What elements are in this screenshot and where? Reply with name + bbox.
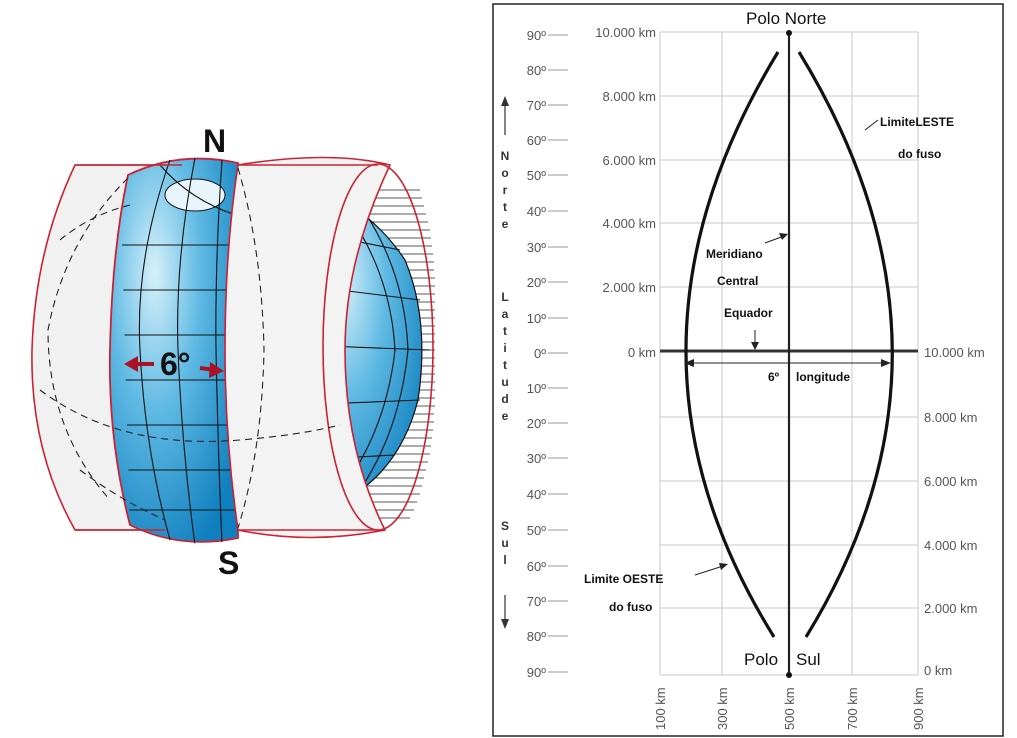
zone-width-arrows (124, 356, 224, 378)
axis-arrows (501, 96, 509, 629)
zone-labels: Polo Norte Polo Sul LimiteLESTE do fuso … (584, 9, 954, 669)
sphere-band (108, 157, 239, 544)
north-distance: 0 km (628, 345, 656, 360)
axis-letter: S (501, 519, 509, 533)
north-pole-label: Polo Norte (746, 9, 826, 28)
lat-label: 90º (527, 28, 546, 43)
south-distance-labels: 10.000 km 8.000 km 6.000 km 4.000 km 2.0… (924, 345, 985, 678)
axis-letter: l (503, 553, 506, 567)
axis-letter: t (503, 358, 507, 372)
north-distance: 10.000 km (595, 25, 656, 40)
west-limit-label-2: do fuso (609, 600, 652, 614)
south-label: S (218, 545, 239, 581)
lat-label: 0º (534, 346, 546, 361)
lat-label: 20º (527, 416, 546, 431)
lat-label: 70º (527, 594, 546, 609)
axis-letter: t (503, 324, 507, 338)
axis-words: N o r t e L a t i t u d e S u l (501, 149, 510, 567)
south-distance: 8.000 km (924, 410, 977, 425)
lat-label: 10º (527, 311, 546, 326)
lat-label: 40º (527, 487, 546, 502)
axis-letter: d (501, 392, 508, 406)
axis-letter: a (502, 307, 509, 321)
annotation-arrows (694, 119, 879, 576)
easting-label: 700 km (845, 687, 860, 730)
globe-illustration: 6° N S (31, 123, 435, 581)
lat-label: 60º (527, 133, 546, 148)
axis-letter: t (503, 200, 507, 214)
south-distance: 10.000 km (924, 345, 985, 360)
equator-label: Equador (724, 306, 773, 320)
easting-labels: 100 km 300 km 500 km 700 km 900 km (653, 687, 926, 730)
west-limit-label-1: Limite OESTE (584, 572, 663, 586)
meridian-label-1: Meridiano (706, 247, 763, 261)
south-pole-label-1: Polo (744, 650, 778, 669)
north-distance: 8.000 km (603, 89, 656, 104)
north-pole-dot (786, 30, 792, 36)
lat-label: 10º (527, 381, 546, 396)
longitude-span-arrow (684, 359, 891, 367)
south-distance: 2.000 km (924, 601, 977, 616)
zone-width-label: 6° (160, 346, 191, 382)
lat-label: 30º (527, 451, 546, 466)
axis-letter: L (501, 290, 508, 304)
easting-label: 100 km (653, 687, 668, 730)
west-boundary-curve (684, 51, 780, 638)
south-distance: 4.000 km (924, 538, 977, 553)
lat-label: 80º (527, 629, 546, 644)
lat-label: 70º (527, 98, 546, 113)
south-distance: 0 km (924, 663, 952, 678)
north-distance: 2.000 km (603, 280, 656, 295)
easting-label: 500 km (782, 687, 797, 730)
north-distance: 6.000 km (603, 153, 656, 168)
lat-label: 80º (527, 63, 546, 78)
north-distance: 4.000 km (603, 216, 656, 231)
lat-label: 90º (527, 665, 546, 680)
axis-letter: e (502, 217, 509, 231)
axis-letter: N (501, 149, 510, 163)
lat-label: 30º (527, 240, 546, 255)
axis-letter: u (501, 375, 508, 389)
hidden-sphere-lines (39, 167, 341, 529)
east-limit-label-2: do fuso (898, 147, 941, 161)
diagram-frame (492, 3, 1004, 737)
latitude-ticks (548, 34, 568, 673)
longitude-word-label: longitude (796, 370, 850, 384)
cylinder-right-shell (224, 156, 392, 539)
axis-letter: r (503, 183, 508, 197)
east-boundary-curve (797, 51, 894, 638)
lat-label: 40º (527, 204, 546, 219)
axis-letter: e (502, 409, 509, 423)
lat-label: 50º (527, 523, 546, 538)
latitude-labels: 90º 80º 70º 60º 50º 40º 30º 20º 10º 0º 1… (527, 28, 546, 680)
meridian-label-2: Central (717, 274, 758, 288)
utm-zone-diagram: 90º 80º 70º 60º 50º 40º 30º 20º 10º 0º 1… (492, 3, 1004, 737)
south-distance: 6.000 km (924, 474, 977, 489)
easting-label: 300 km (715, 687, 730, 730)
lat-label: 60º (527, 559, 546, 574)
south-pole-label-2: Sul (796, 650, 821, 669)
axis-letter: u (501, 536, 508, 550)
south-pole-dot (786, 672, 792, 678)
north-distance-labels: 10.000 km 8.000 km 6.000 km 4.000 km 2.0… (595, 25, 656, 360)
lat-label: 50º (527, 168, 546, 183)
longitude-degree-label: 6º (768, 370, 780, 384)
lat-label: 20º (527, 275, 546, 290)
axis-letter: i (503, 341, 506, 355)
axis-letter: o (501, 166, 508, 180)
north-label: N (203, 123, 226, 159)
easting-label: 900 km (911, 687, 926, 730)
east-limit-label-1: LimiteLESTE (880, 115, 954, 129)
